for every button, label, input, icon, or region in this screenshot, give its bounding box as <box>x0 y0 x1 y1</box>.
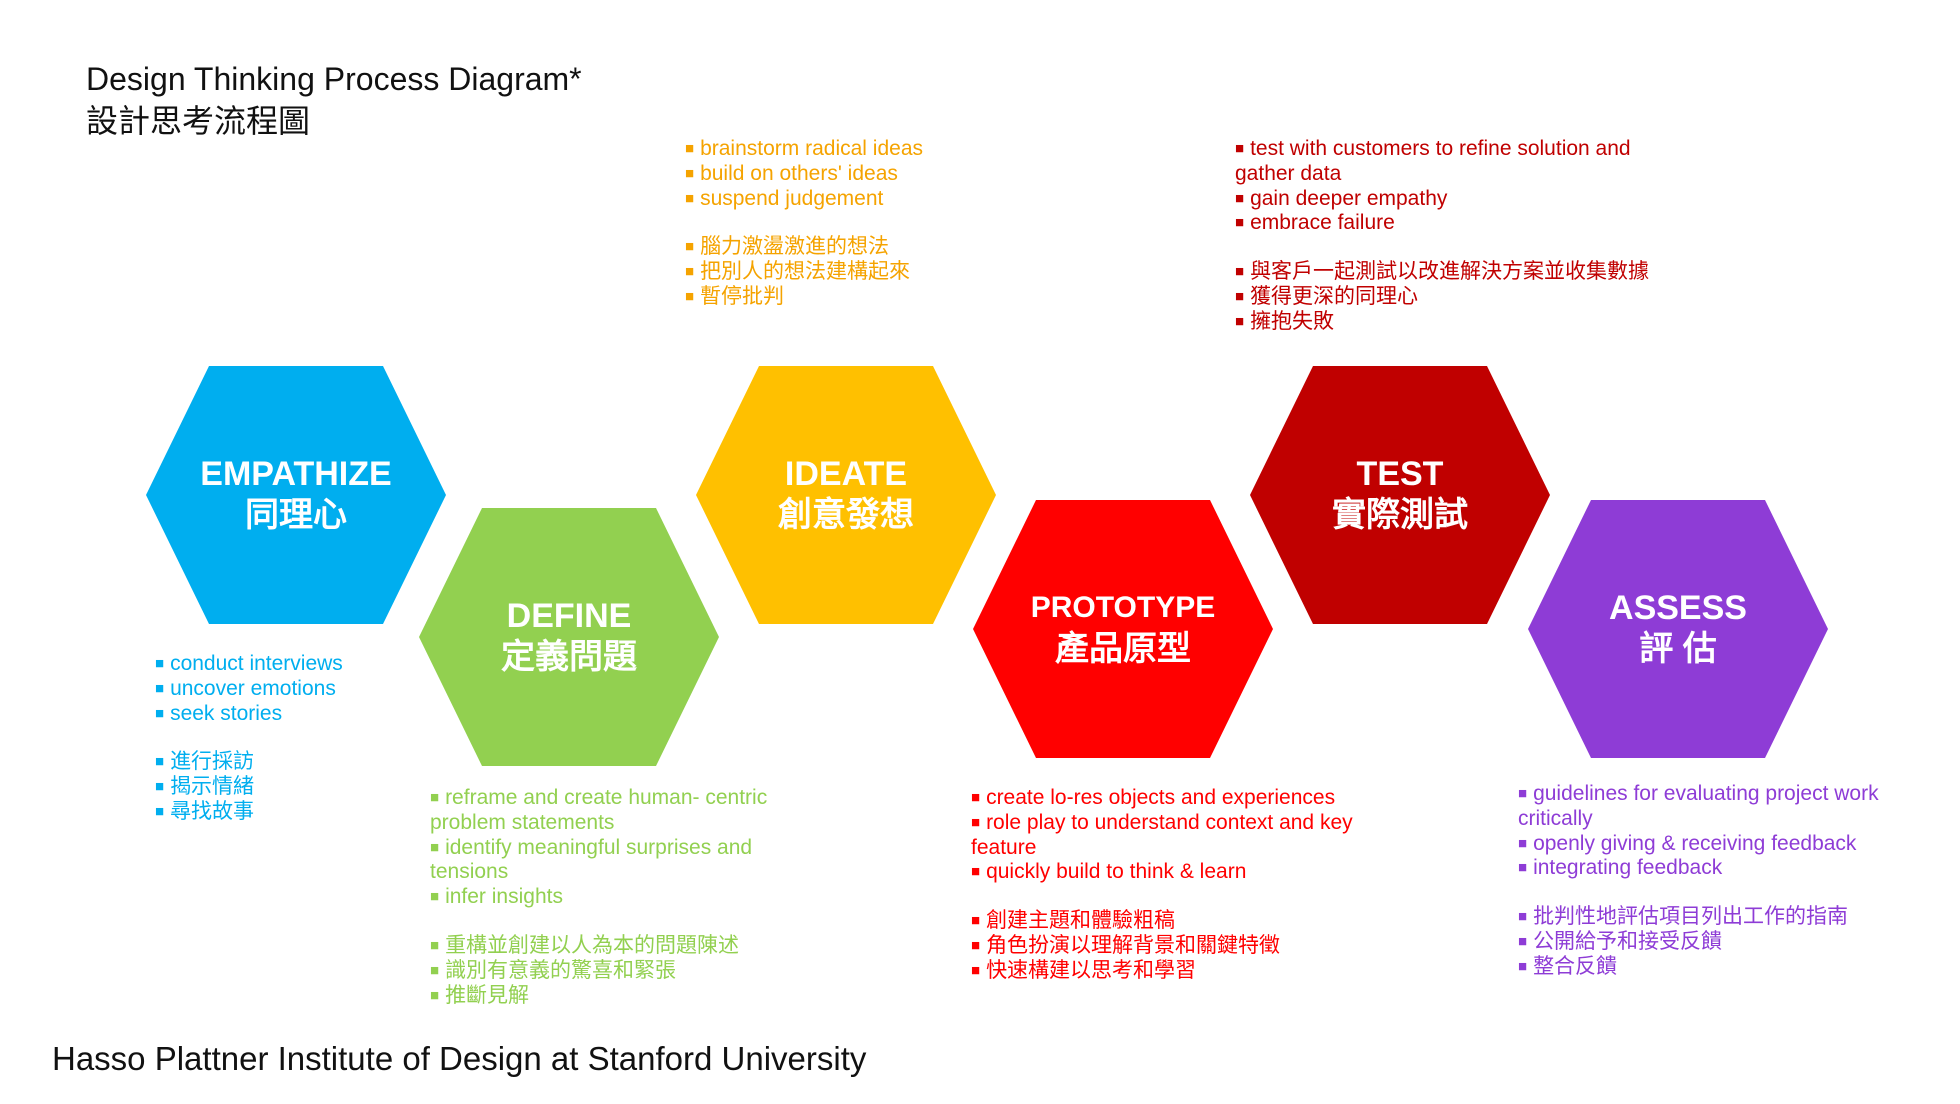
stage-label-en: DEFINE <box>506 597 632 635</box>
list-item: infer insights <box>430 885 800 910</box>
list-item: 進行採訪 <box>155 750 415 775</box>
define-list: reframe and create human- centric proble… <box>430 786 800 1008</box>
list-item: 揭示情緒 <box>155 775 415 800</box>
stage-label-en: ASSESS <box>1609 589 1747 627</box>
list-item: 批判性地評估項目列出工作的指南 <box>1518 905 1898 930</box>
hex-assess: ASSESS 評 估 <box>1528 500 1828 758</box>
footer-credit: Hasso Plattner Institute of Design at St… <box>52 1040 867 1077</box>
list-item: 把別人的想法建構起來 <box>685 260 1045 285</box>
list-item: 公開給予和接受反饋 <box>1518 930 1898 955</box>
stage-label-en: PROTOTYPE <box>1030 591 1216 624</box>
list-item: 腦力激盪激進的想法 <box>685 235 1045 260</box>
list-item: 尋找故事 <box>155 800 415 825</box>
test-list: test with customers to refine solution a… <box>1235 137 1649 335</box>
title-zh: 設計思考流程圖 <box>86 103 311 139</box>
empathize-list: conduct interviews uncover emotions seek… <box>155 652 415 825</box>
hex-prototype: PROTOTYPE 產品原型 <box>973 500 1273 758</box>
stage-label-en: IDEATE <box>784 455 908 493</box>
stage-label-zh: 創意發想 <box>778 496 914 534</box>
list-item: 獲得更深的同理心 <box>1235 285 1635 310</box>
list-item: 擁抱失敗 <box>1235 310 1635 335</box>
list-item: 快速構建以思考和學習 <box>971 959 1391 984</box>
hex-test: TEST 實際測試 <box>1250 366 1550 624</box>
list-item: openly giving & receiving feedback <box>1518 832 1898 857</box>
title-en: Design Thinking Process Diagram* <box>86 61 582 97</box>
hex-empathize: EMPATHIZE 同理心 <box>146 366 446 624</box>
list-item: 暫停批判 <box>685 285 1045 310</box>
stage-label-en: TEST <box>1356 455 1444 493</box>
list-item: gain deeper empathy <box>1235 187 1635 212</box>
hex-define: DEFINE 定義問題 <box>419 508 719 766</box>
list-item: test with customers to refine solution a… <box>1235 137 1635 187</box>
list-item: reframe and create human- centric proble… <box>430 786 800 836</box>
list-item: 識別有意義的驚喜和緊張 <box>430 959 800 984</box>
list-item: 整合反饋 <box>1518 955 1898 980</box>
list-item: conduct interviews <box>155 652 415 677</box>
list-item: create lo-res objects and experiences <box>971 786 1391 811</box>
stage-label-zh: 定義問題 <box>501 638 637 676</box>
list-item: integrating feedback <box>1518 856 1898 881</box>
list-item: 重構並創建以人為本的問題陳述 <box>430 934 800 959</box>
hex-ideate: IDEATE 創意發想 <box>696 366 996 624</box>
list-item: suspend judgement <box>685 187 1045 212</box>
list-item: seek stories <box>155 702 415 727</box>
list-item: 與客戶一起測試以改進解決方案並收集數據 <box>1235 260 1649 285</box>
stage-label-zh: 同理心 <box>245 496 347 534</box>
diagram-title: Design Thinking Process Diagram* 設計思考流程圖 <box>86 58 582 142</box>
list-item: build on others' ideas <box>685 162 1045 187</box>
list-item: uncover emotions <box>155 677 415 702</box>
stage-label-zh: 產品原型 <box>1055 630 1191 668</box>
list-item: quickly build to think & learn <box>971 860 1391 885</box>
assess-list: guidelines for evaluating project work c… <box>1518 782 1898 980</box>
stage-label-zh: 實際測試 <box>1332 496 1468 534</box>
list-item: role play to understand context and key … <box>971 811 1391 861</box>
list-item: brainstorm radical ideas <box>685 137 1045 162</box>
stage-label-en: EMPATHIZE <box>200 455 392 493</box>
list-item: identify meaningful surprises and tensio… <box>430 836 800 886</box>
list-item: 創建主題和體驗粗稿 <box>971 909 1391 934</box>
prototype-list: create lo-res objects and experiences ro… <box>971 786 1391 984</box>
list-item: guidelines for evaluating project work c… <box>1518 782 1898 832</box>
list-item: 推斷見解 <box>430 984 800 1009</box>
stage-label-zh: 評 估 <box>1639 630 1717 668</box>
list-item: 角色扮演以理解背景和關鍵特徵 <box>971 934 1391 959</box>
ideate-list: brainstorm radical ideas build on others… <box>685 137 1045 310</box>
list-item: embrace failure <box>1235 211 1635 236</box>
